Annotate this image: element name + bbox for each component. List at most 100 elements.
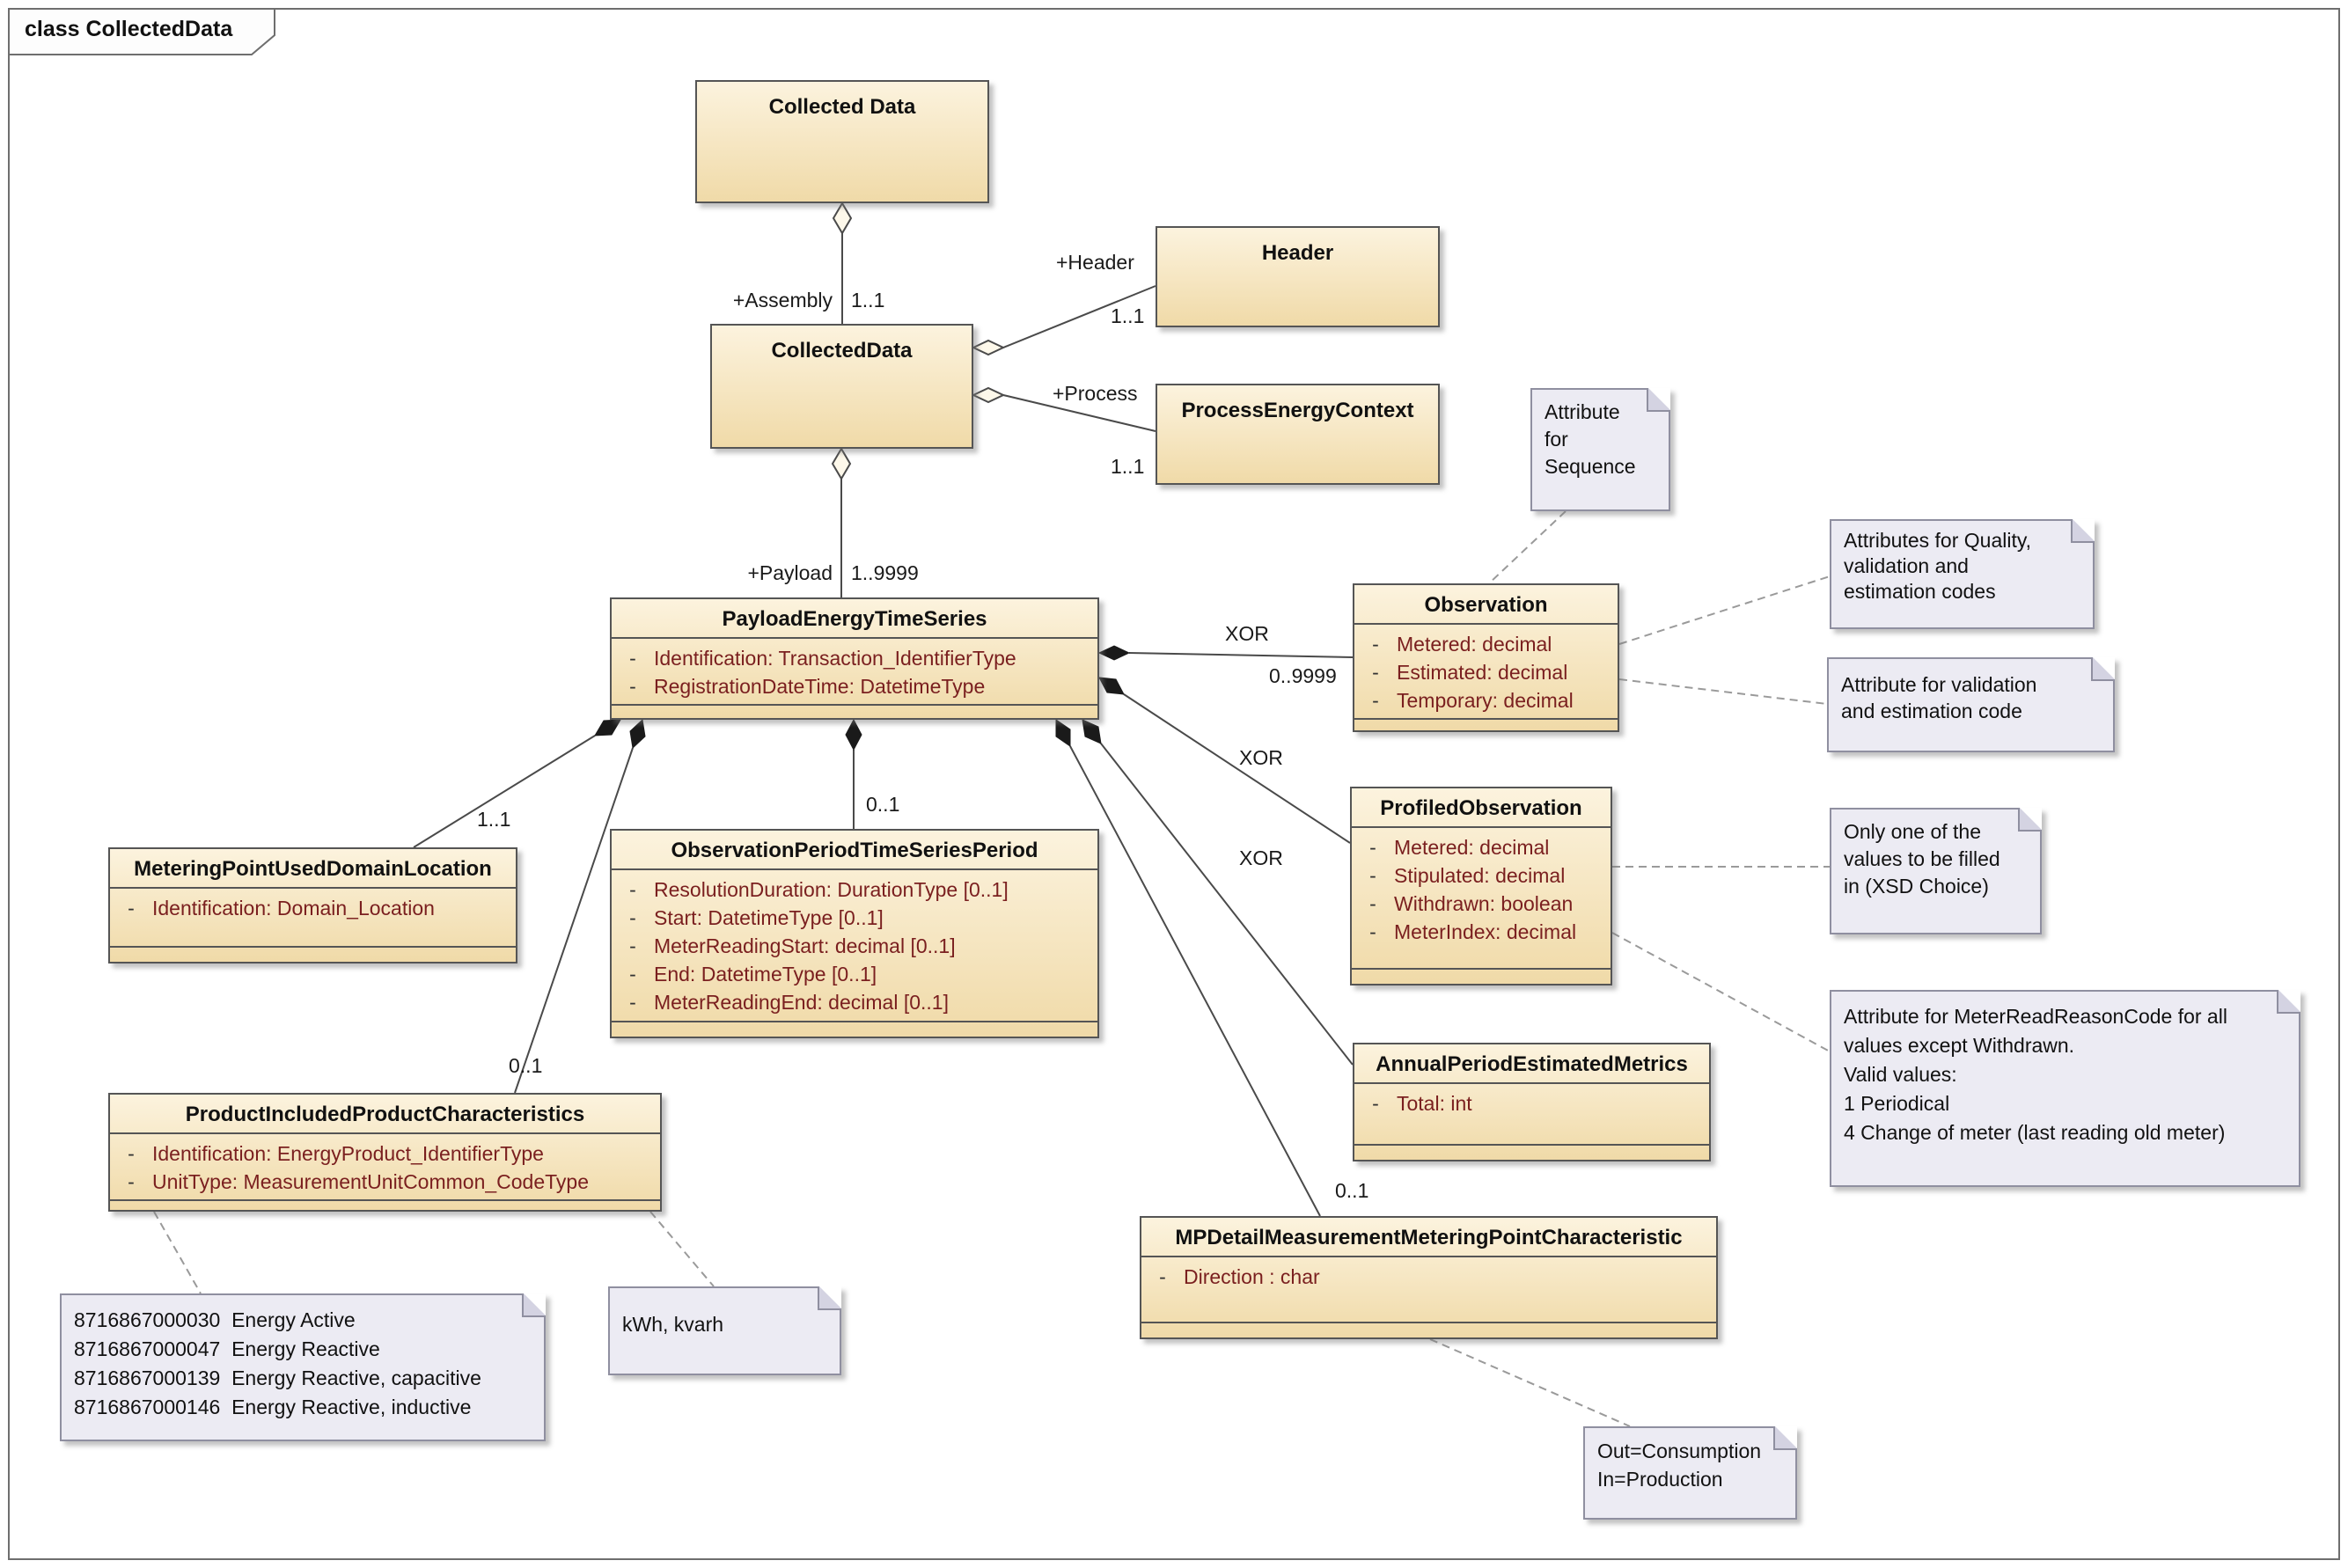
- note-fold-corner: [2018, 808, 2042, 832]
- composition-diamond-period: [845, 718, 862, 751]
- attribute-text: Direction : char: [1184, 1265, 1320, 1288]
- edge-annual-metrics: [1100, 743, 1354, 1066]
- class-attribute: - Stipulated: decimal: [1352, 861, 1611, 890]
- aggregation-diamond-payload: [831, 447, 852, 480]
- edge-label-xor-annual: XOR: [1239, 846, 1283, 869]
- class-methods-compartment: [110, 946, 516, 962]
- note-text: Attribute for MeterReadReasonCode for al…: [1844, 1005, 2227, 1144]
- class-attributes: - Identification: EnergyProduct_Identifi…: [110, 1132, 660, 1199]
- attribute-text: RegistrationDateTime: DatetimeType: [654, 675, 986, 698]
- class-title: Observation: [1424, 593, 1548, 617]
- composition-diamond-profiled: [1098, 677, 1125, 695]
- note-text: 8716867000030 Energy Active 871686700004…: [74, 1308, 481, 1418]
- attribute-text: End: DatetimeType [0..1]: [654, 963, 877, 985]
- class-attribute: - MeterReadingStart: decimal [0..1]: [612, 932, 1097, 960]
- note-meter-read-reason-code: Attribute for MeterReadReasonCode for al…: [1830, 990, 2300, 1187]
- note-fold-corner: [522, 1293, 546, 1317]
- class-payload-energy-time-series: PayloadEnergyTimeSeries - Identification…: [610, 597, 1099, 720]
- attribute-text: Identification: EnergyProduct_Identifier…: [152, 1142, 544, 1165]
- aggregation-diamond-process: [971, 386, 1006, 404]
- class-methods-compartment: [1352, 968, 1611, 984]
- attribute-text: Identification: Domain_Location: [152, 897, 435, 920]
- note-fold-corner: [2091, 657, 2115, 681]
- visibility-marker: -: [1372, 633, 1379, 656]
- composition-diamonds: [594, 645, 1131, 751]
- class-attribute: - Identification: Transaction_Identifier…: [612, 644, 1097, 672]
- visibility-marker: -: [1372, 661, 1379, 684]
- composition-diamond-metering: [594, 719, 621, 736]
- class-attribute: - Metered: decimal: [1352, 833, 1611, 861]
- visibility-marker: -: [629, 675, 636, 698]
- class-attribute: - Temporary: decimal: [1354, 686, 1618, 714]
- note-fold-corner: [818, 1286, 841, 1310]
- class-title: Collected Data: [768, 95, 916, 119]
- attribute-text: Metered: decimal: [1397, 633, 1552, 656]
- note-text: Attribute for validation and estimation …: [1841, 673, 2037, 722]
- edge-mult-assembly: 1..1: [851, 289, 885, 311]
- edge-mult-process: 1..1: [1111, 455, 1145, 478]
- class-attribute: - Identification: Domain_Location: [110, 894, 516, 922]
- attribute-text: Estimated: decimal: [1397, 661, 1568, 684]
- class-title: MPDetailMeasurementMeteringPointCharacte…: [1175, 1226, 1683, 1249]
- diagram-frame-tab: [8, 8, 275, 55]
- edge-mult-payload: 1..9999: [851, 561, 919, 584]
- class-title: MeteringPointUsedDomainLocation: [134, 857, 492, 881]
- note-text: kWh, kvarh: [622, 1313, 724, 1336]
- note-link-quality: [1618, 575, 1831, 645]
- note-link-units: [649, 1211, 715, 1287]
- class-attribute: - Withdrawn: boolean: [1352, 890, 1611, 918]
- class-profiled-observation: ProfiledObservation - Metered: decimal -…: [1350, 787, 1612, 985]
- edge-mp-detail: [1069, 745, 1321, 1217]
- note-text: Only one of the values to be filled in (…: [1844, 820, 2000, 898]
- visibility-marker: -: [1369, 836, 1376, 859]
- note-fold-corner: [2277, 990, 2300, 1014]
- class-attributes: - Identification: Transaction_Identifier…: [612, 637, 1097, 704]
- class-title: ProductIncludedProductCharacteristics: [185, 1103, 585, 1126]
- attribute-text: Metered: decimal: [1394, 836, 1550, 859]
- class-attribute: - Total: int: [1354, 1089, 1709, 1117]
- attribute-text: Start: DatetimeType [0..1]: [654, 906, 884, 929]
- edge-header: [1002, 285, 1156, 348]
- note-xsd-choice: Only one of the values to be filled in (…: [1830, 808, 2042, 934]
- note-link-product-codes: [153, 1211, 202, 1294]
- class-attribute: - End: DatetimeType [0..1]: [612, 960, 1097, 988]
- edge-profiled-observation: [1123, 693, 1351, 844]
- edge-process: [1002, 394, 1156, 432]
- visibility-marker: -: [128, 897, 135, 920]
- class-methods-compartment: [612, 1021, 1097, 1037]
- edge-mult-header: 1..1: [1111, 304, 1145, 327]
- class-methods-compartment: [1354, 718, 1618, 734]
- class-attribute: - RegistrationDateTime: DatetimeType: [612, 672, 1097, 700]
- note-units: kWh, kvarh: [608, 1286, 841, 1375]
- class-methods-compartment: [1141, 1322, 1716, 1337]
- edge-mult-mp-detail: 0..1: [1335, 1179, 1369, 1202]
- class-methods-compartment: [1354, 1144, 1709, 1160]
- edge-label-xor-observation: XOR: [1225, 622, 1269, 645]
- edge-observation: [1128, 652, 1354, 658]
- class-attribute: - MeterReadingEnd: decimal [0..1]: [612, 988, 1097, 1016]
- class-attribute: - Direction : char: [1141, 1263, 1716, 1291]
- class-attributes: - Metered: decimal - Stipulated: decimal…: [1352, 826, 1611, 968]
- note-fold-corner: [1647, 388, 1670, 412]
- attribute-text: Total: int: [1397, 1092, 1472, 1115]
- note-link-sequence: [1488, 510, 1567, 584]
- edge-role-payload: +Payload: [747, 561, 833, 584]
- edge-role-header: +Header: [1056, 251, 1134, 274]
- visibility-marker: -: [1369, 864, 1376, 887]
- edge-mult-period: 0..1: [866, 793, 900, 816]
- visibility-marker: -: [629, 647, 636, 670]
- note-text: Attributes for Quality, validation and e…: [1844, 529, 2032, 603]
- edge-label-xor-profiled: XOR: [1239, 746, 1283, 769]
- edge-mult-product: 0..1: [509, 1054, 543, 1077]
- class-attribute: - Metered: decimal: [1354, 630, 1618, 658]
- note-link-direction: [1429, 1338, 1631, 1427]
- attribute-text: MeterIndex: decimal: [1394, 920, 1577, 943]
- attribute-text: Stipulated: decimal: [1394, 864, 1566, 887]
- class-title: Header: [1261, 241, 1334, 265]
- composition-diamond-annual: [1082, 719, 1102, 744]
- class-collected-data: Collected Data: [695, 80, 989, 203]
- class-attributes: - Total: int: [1354, 1082, 1709, 1144]
- edge-role-assembly: +Assembly: [732, 289, 833, 311]
- composition-diamond-mp-detail: [1055, 719, 1071, 747]
